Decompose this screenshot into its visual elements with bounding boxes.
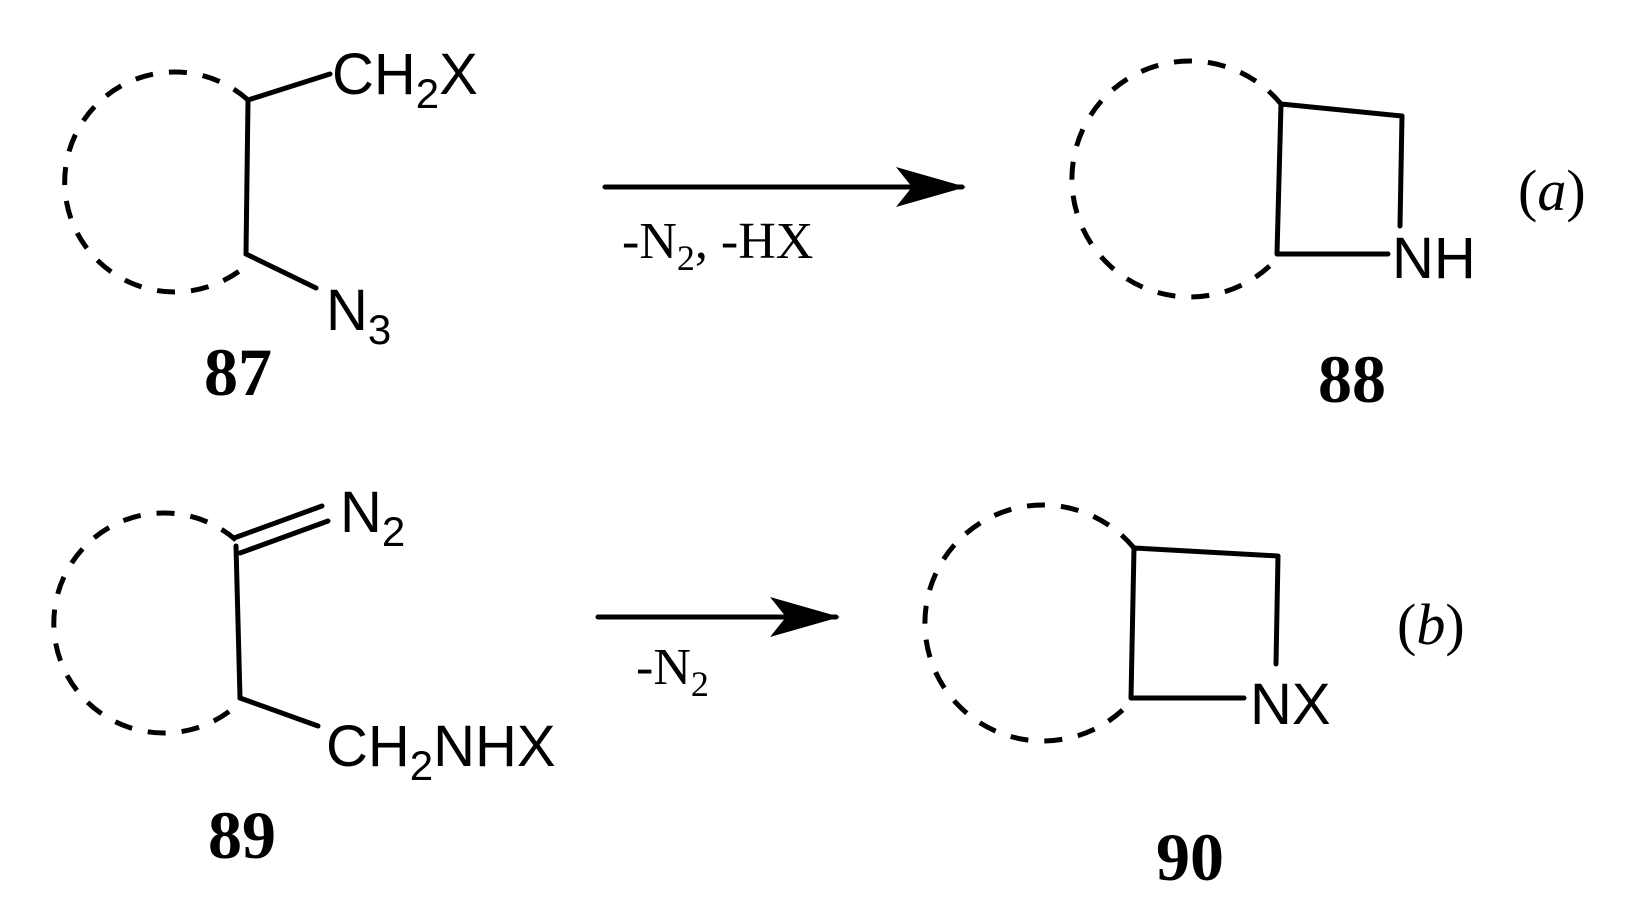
group-ch2nhx: CH2NHX xyxy=(326,714,556,789)
fused-ring-placeholder xyxy=(922,502,1136,744)
reaction-label-b: (b) xyxy=(1397,592,1465,657)
reaction-b: N2 CH2NHX 89 -N2 NX 90 (b) xyxy=(51,480,1465,895)
group-n2: N2 xyxy=(340,480,405,555)
reaction-label-a: (a) xyxy=(1518,158,1586,223)
azetidine-ring-bonds xyxy=(1128,545,1281,701)
compound-number-90: 90 xyxy=(1156,819,1224,895)
bond-ring-fusion xyxy=(243,97,251,257)
reactant-87: CH2X N3 87 xyxy=(62,42,478,410)
product-90: NX 90 xyxy=(922,502,1331,895)
compound-number-87: 87 xyxy=(204,334,272,410)
product-88: NH 88 xyxy=(1069,58,1476,417)
ring-atom-nx: NX xyxy=(1250,672,1331,737)
conditions-a: -N2, -HX xyxy=(622,213,813,278)
reaction-a: CH2X N3 87 -N2, -HX NH 88 (a) xyxy=(62,42,1586,417)
bond-ring-fusion xyxy=(233,543,243,701)
compound-number-89: 89 xyxy=(208,797,276,873)
group-n3: N3 xyxy=(326,278,391,353)
group-ch2x: CH2X xyxy=(332,42,478,117)
azetidine-ring-bonds xyxy=(1274,101,1405,257)
compound-number-88: 88 xyxy=(1318,341,1386,417)
fused-ring-placeholder xyxy=(62,69,250,295)
bond-ch-n3 xyxy=(243,251,319,291)
reaction-arrow-b: -N2 xyxy=(595,597,840,704)
fused-ring-placeholder xyxy=(1069,58,1283,300)
reactant-89: N2 CH2NHX 89 xyxy=(51,480,556,873)
conditions-b: -N2 xyxy=(636,639,709,704)
reaction-arrow-a: -N2, -HX xyxy=(602,167,966,278)
bond-c-n2-double-2 xyxy=(237,518,331,556)
bond-ch-ch2nhx xyxy=(237,695,321,729)
bond-c-n2-double-1 xyxy=(231,503,325,541)
fused-ring-placeholder xyxy=(51,510,238,736)
ring-atom-nh: NH xyxy=(1392,226,1476,291)
bond-ch-ch2x xyxy=(245,71,333,103)
